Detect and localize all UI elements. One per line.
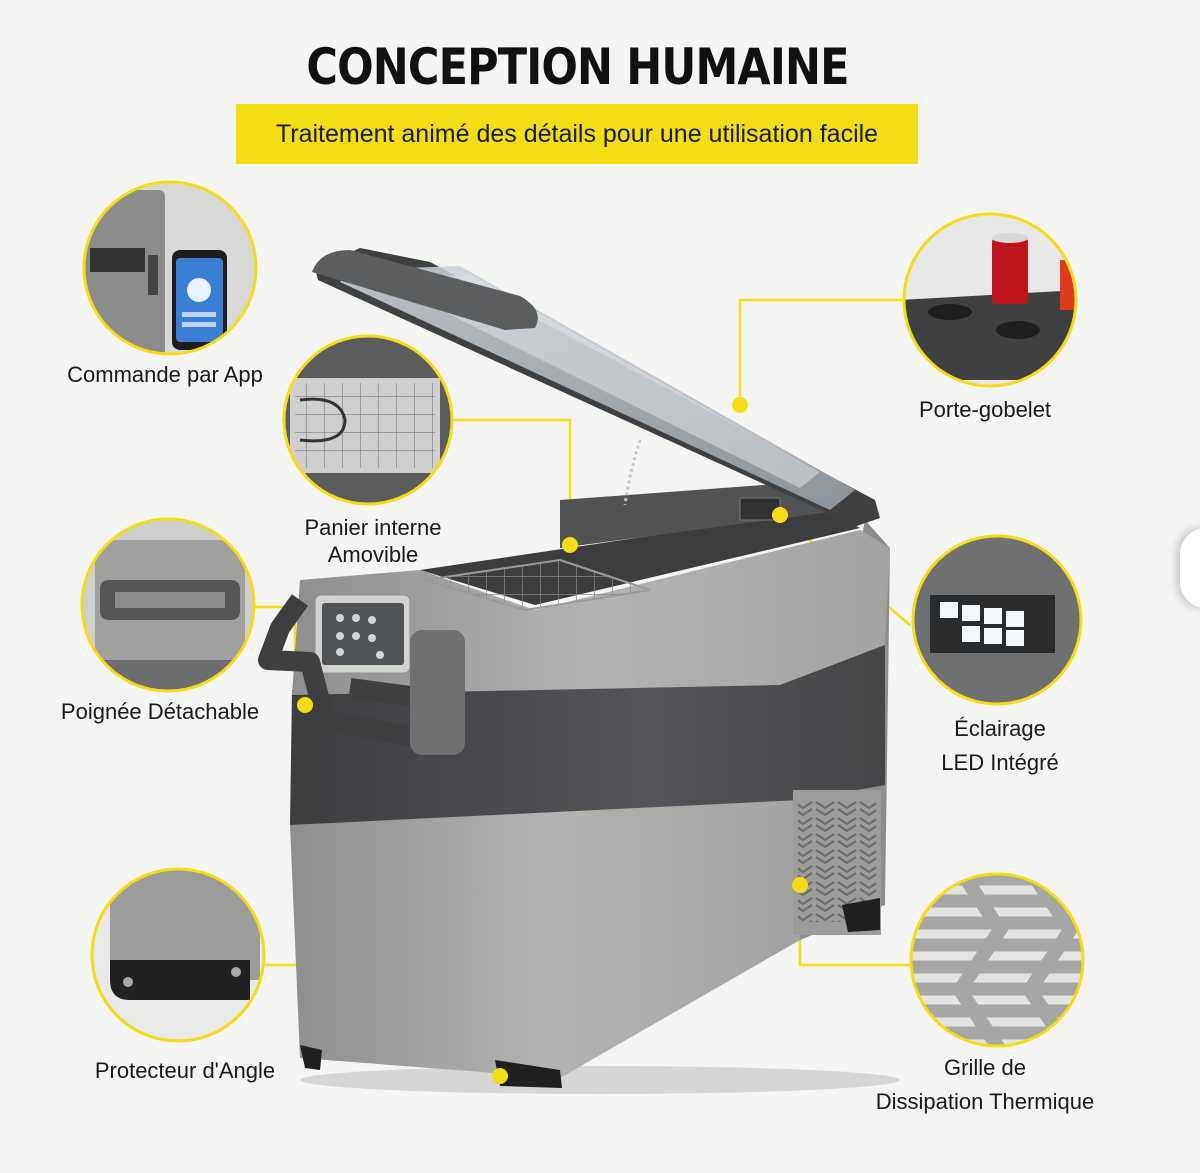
label-cup-holder: Porte-gobelet <box>918 397 1052 422</box>
corner-thumbnail <box>90 867 266 1043</box>
carousel-next-edge[interactable] <box>1180 528 1200 608</box>
basket-thumbnail <box>282 334 454 506</box>
label-handle: Poignée Détachable <box>60 699 260 724</box>
fridge <box>258 248 900 1094</box>
label-led-line1: Éclairage <box>954 716 1046 741</box>
grille-thumbnail <box>909 872 1085 1048</box>
label-grille-line1: Grille de <box>944 1055 1026 1080</box>
label-led: Éclairage LED Intégré <box>905 712 1095 780</box>
subtitle-text: Traitement animé des détails pour une ut… <box>275 119 879 148</box>
label-basket-line2: Amovible <box>327 542 419 567</box>
handle-thumbnail <box>80 517 256 693</box>
label-corner: Protecteur d'Angle <box>94 1058 276 1083</box>
page-title: CONCEPTION HUMAINE <box>306 38 849 96</box>
label-grille: Grille de Dissipation Thermique <box>840 1051 1130 1119</box>
led-thumbnail <box>911 534 1083 706</box>
callout-dots <box>297 397 808 1084</box>
label-led-line2: LED Intégré <box>941 750 1059 775</box>
label-grille-line2: Dissipation Thermique <box>875 1089 1095 1114</box>
label-basket: Panier interne Amovible <box>268 514 478 568</box>
subtitle-banner: Traitement animé des détails pour une ut… <box>236 104 918 164</box>
label-app-control: Commande par App <box>67 362 263 387</box>
app-control-thumbnail <box>82 180 258 356</box>
label-basket-line1: Panier interne <box>304 515 442 540</box>
cup-holder-thumbnail <box>902 212 1078 388</box>
